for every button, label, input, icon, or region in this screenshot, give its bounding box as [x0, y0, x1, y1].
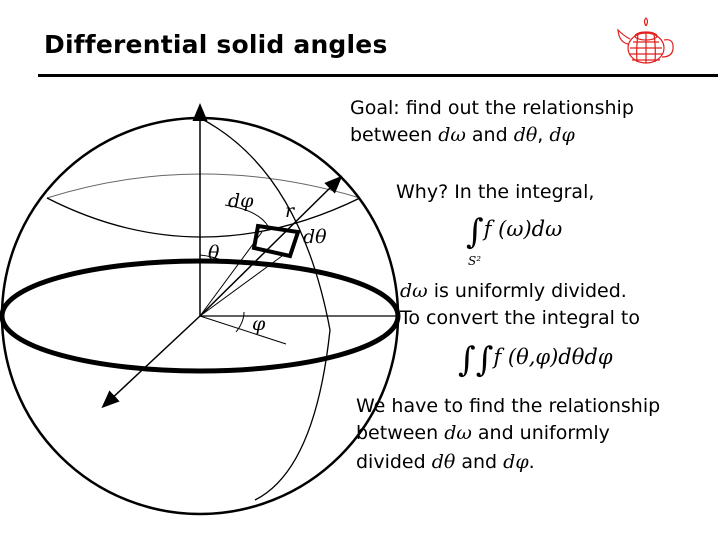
goal-line-2: between dω and dθ, dφ [350, 124, 575, 146]
uniform-line-1: dω is uniformly divided. [400, 280, 627, 302]
dtheta-label: dθ [303, 226, 327, 248]
x-axis [101, 315, 201, 409]
conclusion-line-2: between dω and uniformly [356, 422, 610, 444]
r-label: r [285, 200, 296, 222]
solid-angle-patch [251, 223, 301, 259]
uniform-line-2: To convert the integral to [400, 307, 640, 329]
r-axis [199, 175, 343, 317]
phi-label: φ [252, 313, 266, 335]
integral-domain: S² [468, 254, 482, 268]
meridian-arc [199, 117, 331, 501]
conclusion-line-3: divided dθ and dφ. [356, 451, 535, 473]
integral-omega: ∫f (ω)dω [466, 212, 563, 252]
integral-theta-phi: ∫∫f (θ,φ)dθdφ [458, 340, 613, 380]
goal-line-1: Goal: find out the relationship [350, 97, 634, 119]
title-divider [38, 74, 718, 77]
teapot-logo-icon [617, 17, 674, 64]
latitude-ring [46, 197, 361, 238]
theta-label: θ [208, 242, 220, 264]
page-title: Differential solid angles [44, 30, 388, 59]
why-text: Why? In the integral, [396, 181, 595, 203]
dphi-label: dφ [228, 190, 254, 212]
conclusion-line-1: We have to find the relationship [356, 395, 661, 417]
